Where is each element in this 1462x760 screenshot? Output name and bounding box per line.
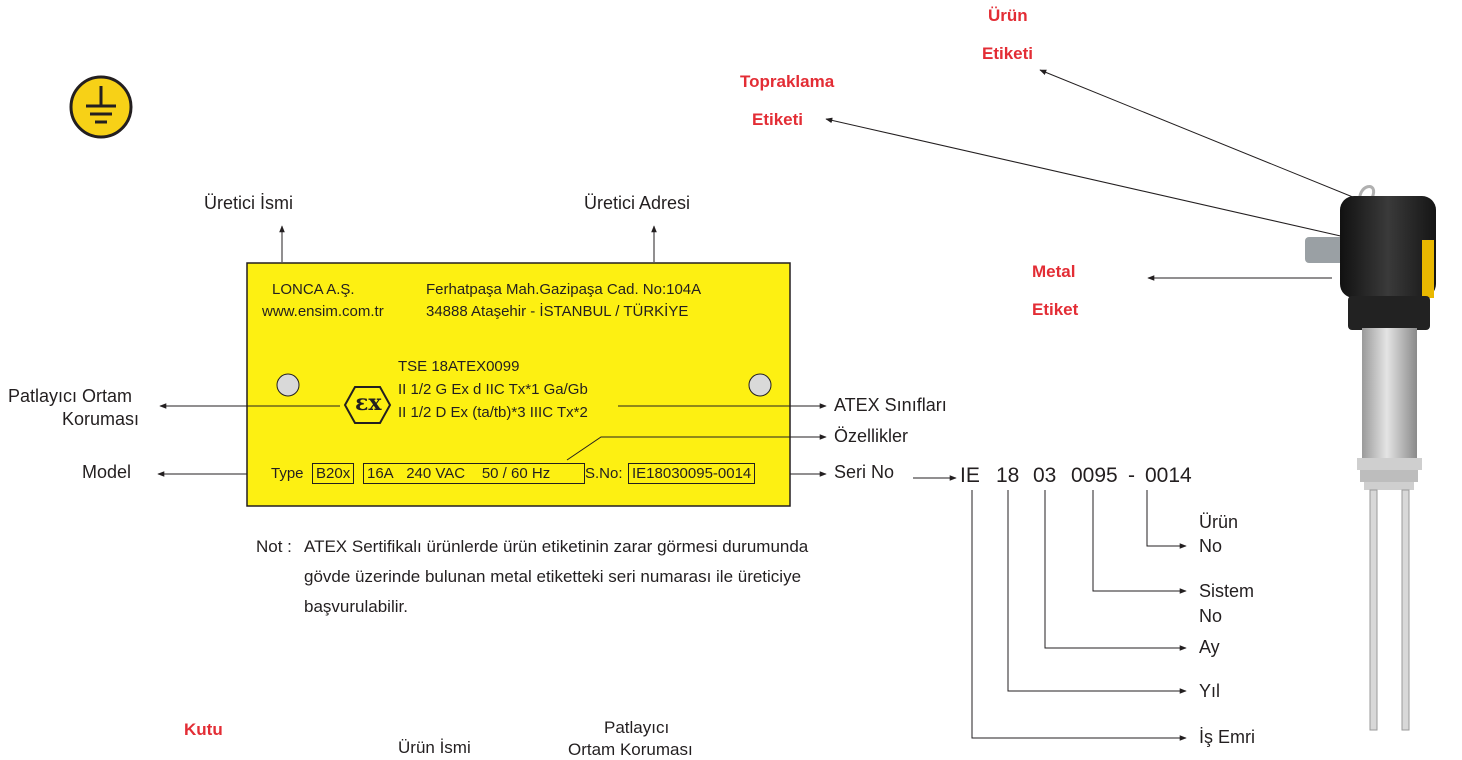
serial-month: 03: [1033, 464, 1057, 487]
topraklama-etiketi-label-2: Etiketi: [752, 110, 804, 129]
uretici-ismi-callout: Üretici İsmi: [204, 193, 293, 213]
urun-no-label-2: No: [1199, 536, 1223, 556]
plate-sno-value: IE18030095-0014: [628, 463, 756, 484]
spec-voltage: 240 VAC: [406, 465, 466, 482]
spec-current: 16A: [367, 465, 394, 482]
yil-label: Yıl: [1199, 681, 1221, 701]
bottom-urun-ismi-label: Ürün İsmi: [398, 738, 471, 757]
ex-symbol: εx: [355, 390, 382, 416]
ozellikler-callout: Özellikler: [834, 426, 909, 446]
plate-atex-1: II 1/2 G Ex d IIC Tx*1 Ga/Gb: [398, 381, 588, 398]
urun-etiketi-label: Ürün: [988, 6, 1028, 25]
plate-cert: TSE 18ATEX0099: [398, 358, 520, 375]
is-emri-label: İş Emri: [1199, 727, 1255, 747]
topraklama-etiketi-label: Topraklama: [740, 72, 835, 91]
sistem-no-label-2: No: [1199, 606, 1223, 626]
serial-product: 0014: [1145, 464, 1192, 487]
bottom-patlayici-label-2: Ortam Koruması: [568, 740, 693, 759]
urun-no-label: Ürün: [1199, 512, 1239, 532]
ay-label: Ay: [1199, 637, 1220, 657]
plate-specs: 16A 240 VAC 50 / 60 Hz: [363, 463, 585, 484]
note-prefix: Not :: [256, 537, 292, 556]
model-callout: Model: [82, 462, 132, 482]
serial-dash: -: [1128, 464, 1135, 487]
level-switch-device-image: [1305, 185, 1436, 731]
plate-atex-2: II 1/2 D Ex (ta/tb)*3 IIIC Tx*2: [398, 404, 588, 421]
kutu-label: Kutu: [184, 720, 223, 739]
metal-etiket-label-2: Etiket: [1032, 300, 1079, 319]
plate-address-2: 34888 Ataşehir - İSTANBUL / TÜRKİYE: [426, 303, 689, 320]
seri-no-callout: Seri No: [834, 462, 895, 482]
bottom-patlayici-label: Patlayıcı: [604, 718, 670, 737]
uretici-adresi-callout: Üretici Adresi: [584, 193, 691, 213]
atex-siniflari-callout: ATEX Sınıfları: [834, 395, 947, 415]
note-line-3: başvurulabilir.: [304, 597, 408, 616]
note-line-2: gövde üzerinde bulunan metal etiketteki …: [304, 567, 802, 586]
product-label-plate: [246, 262, 791, 507]
plate-sno-label: S.No:: [585, 465, 623, 482]
plate-company: LONCA A.Ş.: [272, 281, 355, 298]
patlayici-ortam-callout-2: Koruması: [62, 409, 140, 429]
plate-address-1: Ferhatpaşa Mah.Gazipaşa Cad. No:104A: [426, 281, 702, 298]
metal-etiket-label: Metal: [1032, 262, 1076, 281]
serial-system: 0095: [1071, 464, 1118, 487]
sistem-no-label: Sistem: [1199, 581, 1255, 601]
plate-website: www.ensim.com.tr: [262, 303, 384, 320]
serial-ie: IE: [960, 464, 980, 487]
ex-hexagon: [343, 386, 392, 424]
spec-frequency: 50 / 60 Hz: [481, 465, 551, 482]
patlayici-ortam-callout: Patlayıcı Ortam: [8, 386, 133, 406]
plate-type-value: B20x: [312, 463, 355, 484]
plate-type-label: Type: [271, 465, 304, 482]
plate-hole-right: [748, 373, 772, 397]
note-line-1: ATEX Sertifikalı ürünlerde ürün etiketin…: [304, 537, 809, 556]
plate-hole-left: [276, 373, 300, 397]
serial-year: 18: [996, 464, 1020, 487]
urun-etiketi-label-2: Etiketi: [982, 44, 1034, 63]
ground-icon: [69, 75, 133, 139]
